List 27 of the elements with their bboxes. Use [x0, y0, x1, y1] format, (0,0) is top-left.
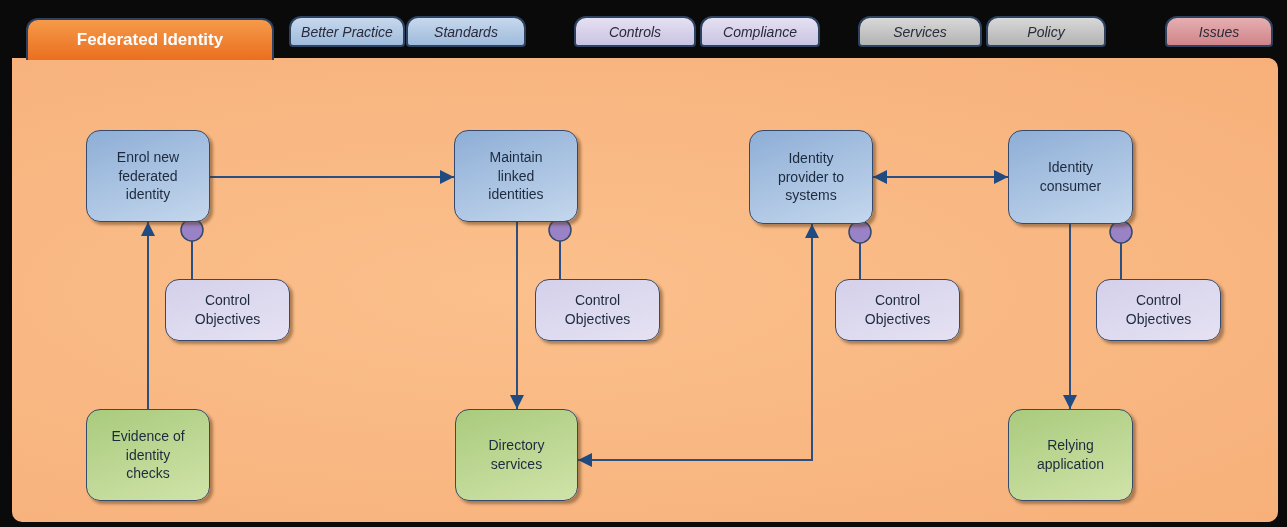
- control-objectives-box: Control Objectives: [165, 279, 290, 341]
- arrow: [141, 221, 155, 410]
- category-tab: Services: [858, 16, 982, 47]
- category-tab: Compliance: [700, 16, 820, 47]
- control-objectives-box: Control Objectives: [835, 279, 960, 341]
- panel-title-tab: Federated Identity: [26, 18, 274, 60]
- category-tab: Standards: [406, 16, 526, 47]
- resource-box: Relying application: [1008, 409, 1133, 501]
- control-objectives-box: Control Objectives: [535, 279, 660, 341]
- resource-box: Evidence of identity checks: [86, 409, 210, 501]
- control-objectives-box: Control Objectives: [1096, 279, 1221, 341]
- arrow: [209, 170, 455, 184]
- arrow: [577, 223, 819, 467]
- process-box: Maintain linked identities: [454, 130, 578, 222]
- category-tab: Issues: [1165, 16, 1273, 47]
- process-box: Identity provider to systems: [749, 130, 873, 224]
- arrow: [510, 221, 524, 410]
- arrow: [1063, 223, 1077, 410]
- category-tab: Controls: [574, 16, 696, 47]
- connector-line: [848, 220, 872, 280]
- category-tab: Better Practice: [289, 16, 405, 47]
- category-tab: Policy: [986, 16, 1106, 47]
- process-box: Enrol new federated identity: [86, 130, 210, 222]
- arrow: [872, 170, 1009, 184]
- process-box: Identity consumer: [1008, 130, 1133, 224]
- resource-box: Directory services: [455, 409, 578, 501]
- connector-line: [1109, 220, 1133, 280]
